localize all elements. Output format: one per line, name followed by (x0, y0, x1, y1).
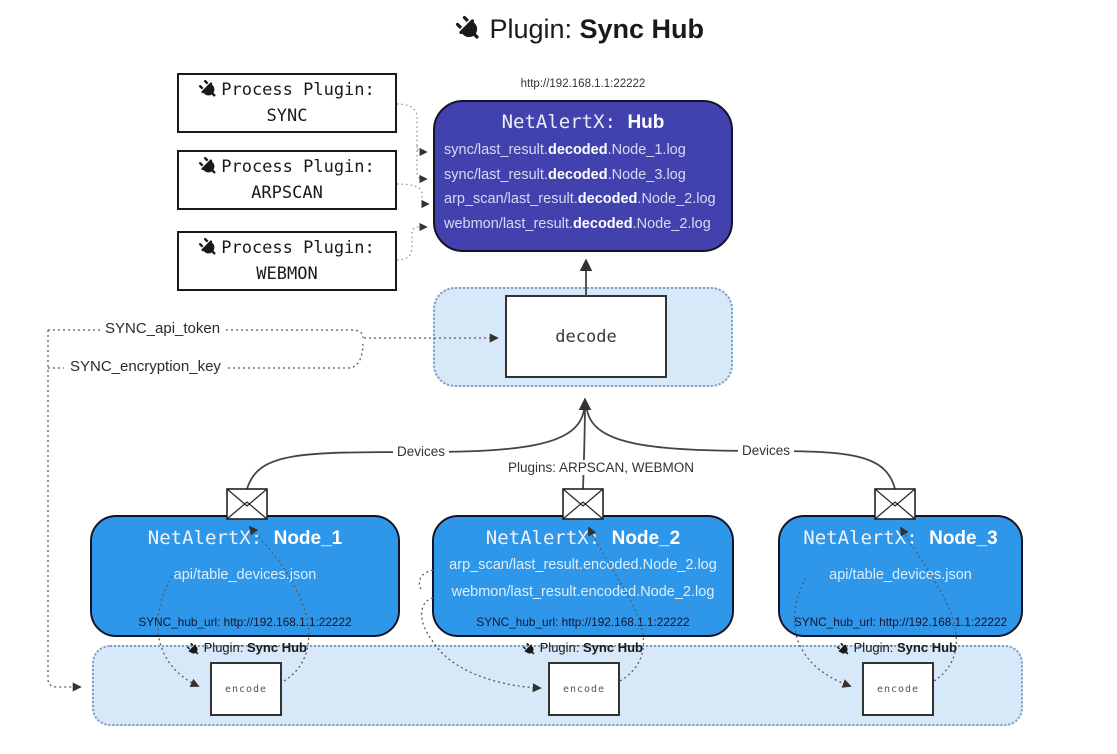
node-3-box: NetAlertX: Node_3 api/table_devices.json… (778, 515, 1023, 637)
plug-icon (184, 640, 202, 658)
page-title-text: Plugin: (489, 14, 580, 44)
encode-box-1: encode (210, 662, 282, 716)
decode-box: decode (505, 295, 667, 378)
node-title: NetAlertX: Node_1 (147, 527, 343, 549)
wire-node2-log1-stub (418, 569, 434, 590)
sync-api-token-label: SYNC_api_token (101, 319, 225, 338)
process-plugin-name: WEBMON (256, 264, 318, 284)
node-file-list: api/table_devices.json (780, 562, 1021, 589)
node-hub-url: SYNC_hub_url: http://192.168.1.1:22222 (138, 615, 352, 629)
process-plugin-label: Process Plugin: (221, 79, 375, 100)
node-file-list: api/table_devices.json (92, 562, 398, 589)
process-plugin-sync: Process Plugin: SYNC (177, 73, 397, 133)
node-file: api/table_devices.json (829, 567, 972, 583)
plug-icon (520, 640, 538, 658)
wire-webmon-to-log4 (396, 222, 428, 261)
node-title: NetAlertX: Node_2 (485, 527, 681, 549)
node-file: webmon/last_result.encoded.Node_2.log (451, 584, 715, 600)
wire-keys-to-panel (47, 330, 82, 692)
node-file-list: arp_scan/last_result.encoded.Node_2.log … (434, 552, 732, 606)
wire-api-token-right (221, 329, 364, 339)
page-title: Plugin: Sync Hub (330, 14, 830, 45)
wire-sync-to-log1 (396, 103, 428, 157)
edge-label-devices-left: Devices (393, 444, 450, 459)
edge-label-devices-right: Devices (738, 443, 795, 458)
process-plugin-name: SYNC (266, 106, 308, 126)
hub-log-line: arp_scan/last_result.decoded.Node_2.log (444, 191, 716, 207)
encode-box-2: encode (548, 662, 620, 716)
process-plugin-arpscan: Process Plugin: ARPSCAN (177, 150, 397, 210)
node-title: NetAlertX: Node_3 (803, 527, 998, 549)
hub-log-line: sync/last_result.decoded.Node_3.log (444, 166, 686, 183)
sync-encryption-key-label: SYNC_encryption_key (66, 357, 225, 376)
node-1-box: NetAlertX: Node_1 api/table_devices.json… (90, 515, 400, 637)
process-plugin-name: ARPSCAN (251, 183, 323, 203)
plug-icon (451, 11, 488, 48)
node-hub-url: SYNC_hub_url: http://192.168.1.1:22222 (476, 615, 690, 629)
hub-title: NetAlertX: Hub (501, 111, 665, 133)
plug-icon (195, 153, 222, 180)
edge-node2-envelope-to-decode (578, 397, 592, 490)
wire-arpscan-to-log3 (396, 183, 430, 209)
encoder-label-2: Plugin: Sync Hub (503, 640, 663, 656)
hub-log-list: sync/last_result.decoded.Node_1.log sync… (435, 138, 731, 236)
node-file: arp_scan/last_result.encoded.Node_2.log (449, 557, 717, 573)
node-file: api/table_devices.json (173, 567, 317, 583)
process-plugin-label: Process Plugin: (221, 156, 375, 177)
node-2-box: NetAlertX: Node_2 arp_scan/last_result.e… (432, 515, 734, 637)
hub-log-line: webmon/last_result.decoded.Node_2.log (444, 215, 711, 232)
process-plugin-webmon: Process Plugin: WEBMON (177, 231, 397, 291)
process-plugin-label: Process Plugin: (221, 237, 375, 258)
encoder-label-3: Plugin: Sync Hub (817, 640, 977, 656)
wire-sync-to-log2 (416, 146, 428, 184)
plug-icon (195, 234, 222, 261)
encode-box-3: encode (862, 662, 934, 716)
hub-box: NetAlertX: Hub sync/last_result.decoded.… (433, 100, 733, 252)
encoder-label-1: Plugin: Sync Hub (167, 640, 327, 656)
hub-log-line: sync/last_result.decoded.Node_1.log (444, 142, 686, 158)
wire-enckey-right (228, 343, 364, 369)
plug-icon (834, 640, 852, 658)
node-hub-url: SYNC_hub_url: http://192.168.1.1:22222 (793, 615, 1008, 629)
edge-label-plugins: Plugins: ARPSCAN, WEBMON (504, 460, 699, 475)
plug-icon (195, 76, 222, 103)
page-title-bold: Sync Hub (579, 14, 705, 44)
hub-url-label: http://192.168.1.1:22222 (520, 78, 646, 90)
